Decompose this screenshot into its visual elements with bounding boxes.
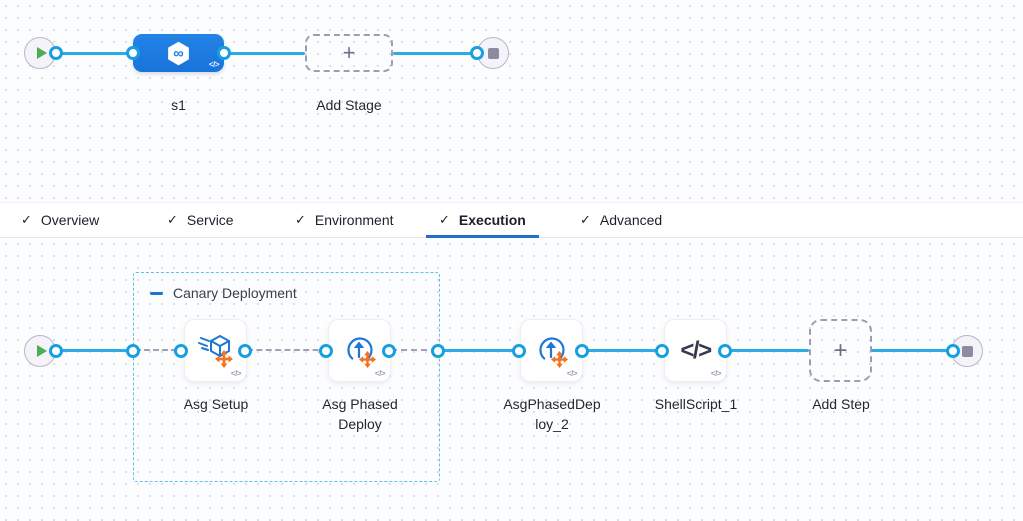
connector-line [56,52,133,55]
connector-port[interactable] [126,46,140,60]
tab-overview[interactable]: ✓ Overview [8,203,112,237]
add-stage-label: Add Stage [316,97,382,113]
connector-line [726,349,809,352]
check-icon: ✓ [580,212,591,227]
check-icon: ✓ [295,212,306,227]
stage-config-tabbar: ✓ Overview ✓ Service ✓ Environment ✓ Exe… [0,202,1023,238]
step-asg-phased-deploy[interactable]: </> [328,319,391,382]
tab-service[interactable]: ✓ Service [154,203,247,237]
connector-port[interactable] [470,46,484,60]
tab-environment[interactable]: ✓ Environment [282,203,407,237]
connector-port[interactable] [431,344,445,358]
connector-line [438,349,521,352]
connector-line [582,349,664,352]
connector-line [56,349,133,352]
yaml-code-badge: </> [374,369,386,378]
group-collapse-toggle[interactable]: Canary Deployment [150,285,297,301]
shell-script-icon: </> [680,336,712,364]
step-label: Asg Setup [183,396,249,412]
asg-phased-deploy-icon [538,336,568,368]
asg-setup-icon [197,334,233,368]
connector-port[interactable] [126,344,140,358]
step-label: Asg Phased Deploy [322,396,398,432]
group-label: Canary Deployment [173,285,297,301]
connector-line [224,52,305,55]
stage-s1[interactable]: ∞ </> [133,34,224,72]
yaml-code-badge: </> [566,369,578,378]
step-asg-setup[interactable]: </> [184,319,247,382]
asg-phased-deploy-icon [346,336,376,368]
move-handle-icon [358,350,376,368]
connector-port[interactable] [655,344,669,358]
step-group-canary-deployment: Canary Deployment [133,272,440,482]
connector-port[interactable] [382,344,396,358]
move-handle-icon [214,349,233,368]
yaml-code-badge: </> [208,60,220,69]
add-step-label: Add Step [812,396,870,412]
plus-icon: + [342,40,356,65]
tab-execution[interactable]: ✓ Execution [426,203,539,238]
tab-label: Environment [314,212,394,228]
stage-label: s1 [171,97,186,113]
tab-label: Overview [40,212,100,228]
yaml-code-badge: </> [710,369,722,378]
connector-port[interactable] [217,46,231,60]
connector-port[interactable] [946,344,960,358]
svg-text:∞: ∞ [173,46,183,62]
step-shellscript-1[interactable]: </> </> [664,319,727,382]
connector-line [871,349,953,352]
connector-line-dashed [247,349,328,351]
tab-label: Advanced [599,212,663,228]
add-stage-button[interactable]: + [305,34,393,72]
tab-label: Execution [458,212,526,228]
connector-line-dashed [391,349,437,351]
connector-port[interactable] [512,344,526,358]
tab-label: Service [186,212,234,228]
play-icon [36,47,47,59]
step-label: ShellScript_1 [654,396,738,412]
connector-line [393,52,477,55]
check-icon: ✓ [167,212,178,227]
stage-graph-canvas[interactable]: ∞ </> s1 + Add Stage [0,0,1023,202]
connector-line-dashed [135,349,186,351]
connector-port[interactable] [238,344,252,358]
connector-port[interactable] [174,344,188,358]
cd-pipeline-icon: ∞ [168,41,189,65]
connector-port[interactable] [718,344,732,358]
connector-port[interactable] [575,344,589,358]
connector-port[interactable] [49,344,63,358]
stop-icon [487,47,499,59]
active-tab-underline [426,235,539,238]
play-icon [36,345,47,357]
step-label: AsgPhasedDeploy_2 [503,396,601,432]
connector-port[interactable] [319,344,333,358]
minus-icon [150,291,163,295]
yaml-code-badge: </> [230,369,242,378]
connector-port[interactable] [49,46,63,60]
tab-advanced[interactable]: ✓ Advanced [567,203,675,237]
move-handle-icon [550,350,568,368]
execution-graph-canvas[interactable]: Canary Deployment [0,238,1023,521]
add-step-button[interactable]: + [809,319,872,382]
plus-icon: + [833,336,848,364]
step-asg-phased-deploy-2[interactable]: </> [520,319,583,382]
check-icon: ✓ [21,212,32,227]
stop-icon [961,345,973,357]
check-icon: ✓ [439,212,450,227]
